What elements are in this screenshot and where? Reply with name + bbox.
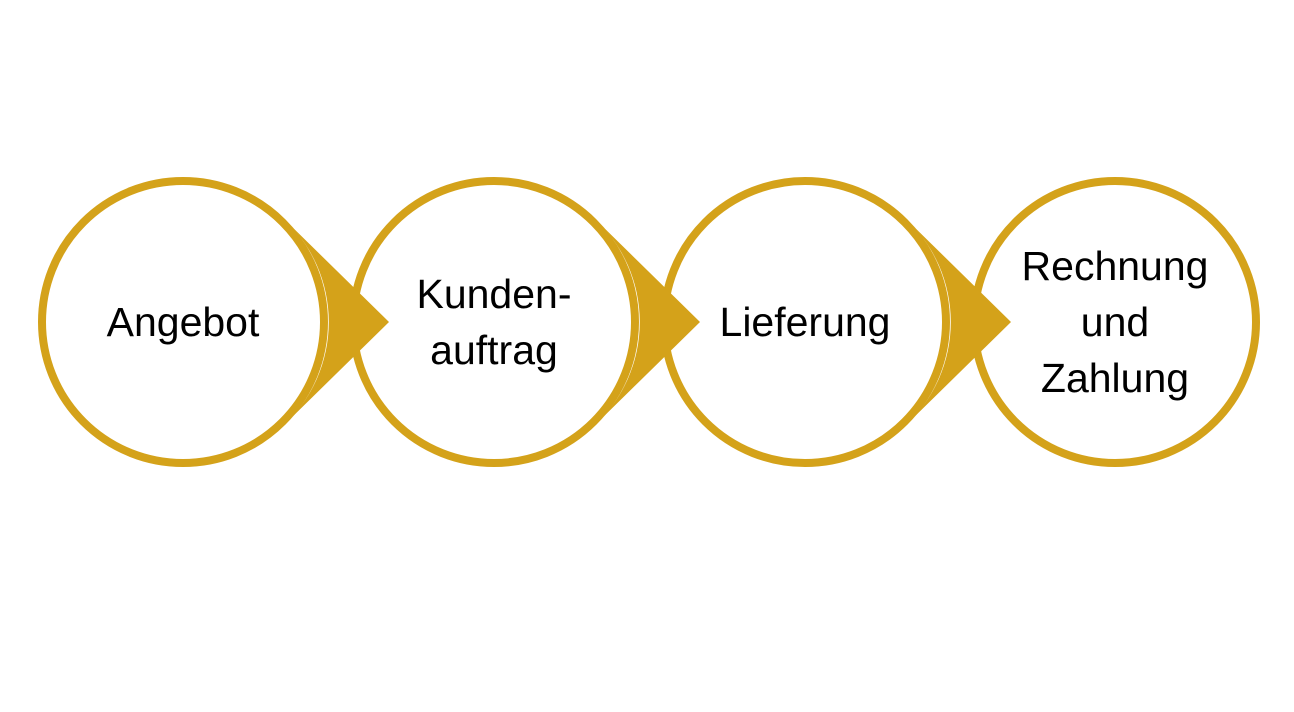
step-circle — [38, 177, 328, 467]
step-label: Angebot — [106, 299, 260, 345]
step-label: Rechnung und Zahlung — [1021, 243, 1209, 401]
arrow-right-icon — [594, 218, 700, 426]
step-label: Lieferung — [719, 299, 891, 345]
arrow-right-icon — [905, 218, 1011, 426]
arrow-right-icon — [283, 218, 389, 426]
step-label: Kunden- auftrag — [416, 271, 572, 373]
